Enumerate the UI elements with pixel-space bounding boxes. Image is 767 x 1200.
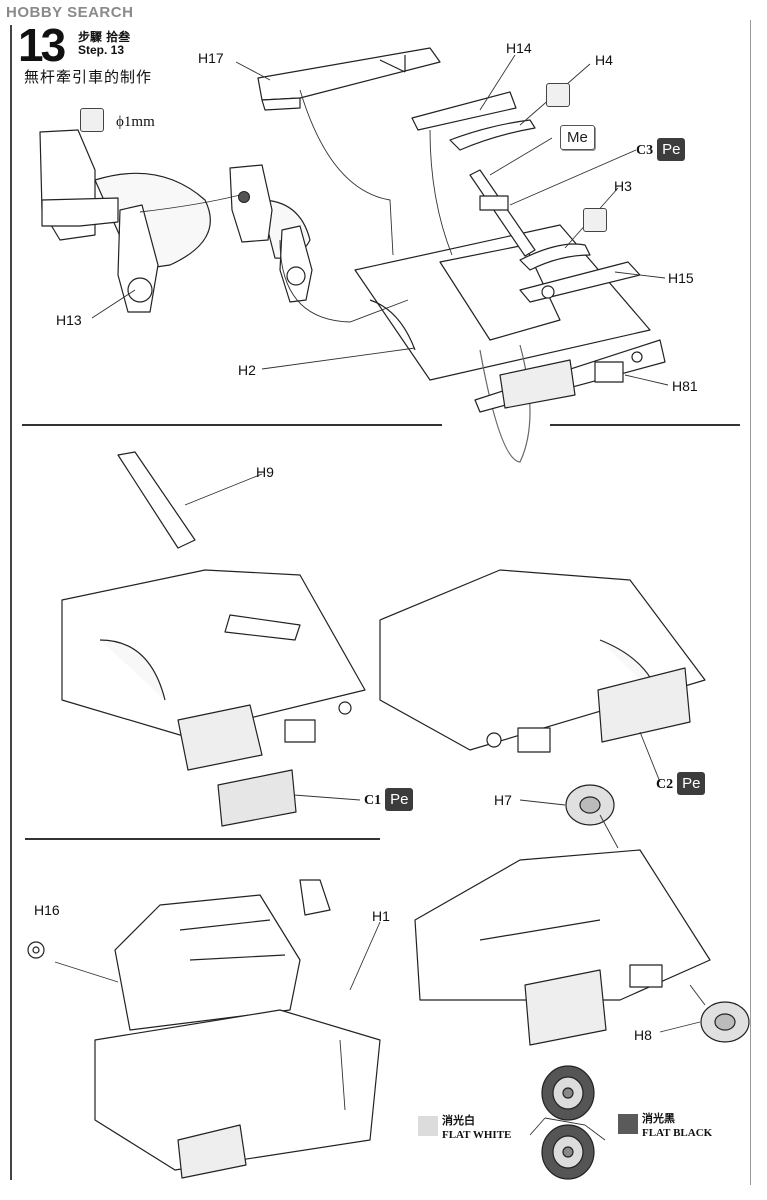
- label-h14: H14: [506, 40, 532, 56]
- part-h2-drawing: [354, 224, 651, 463]
- chassis-right-drawing: [379, 569, 706, 753]
- page-margin-line-right: [750, 20, 751, 1185]
- painted-wheel-bottom-drawing: [541, 1124, 595, 1180]
- label-h2: H2: [238, 362, 256, 378]
- label-h13: H13: [56, 312, 82, 328]
- paint-brush-icon: [583, 208, 607, 232]
- site-logo: HOBBY SEARCH: [6, 4, 134, 21]
- section-divider-2: [25, 838, 380, 840]
- label-h17: H17: [198, 50, 224, 66]
- drill-icon: [80, 108, 104, 132]
- pe-badge: Pe: [385, 788, 414, 811]
- part-h7-wheel-drawing: [565, 784, 615, 826]
- label-h7: H7: [494, 792, 512, 808]
- part-h9-drawing: [117, 451, 196, 549]
- label-h81: H81: [672, 378, 698, 394]
- part-h8-wheel-drawing: [700, 1001, 750, 1043]
- part-h13-drawing: [39, 129, 211, 313]
- attach-point-marker: [238, 191, 250, 203]
- part-c1-grille-drawing: [217, 769, 297, 827]
- label-h9: H9: [256, 464, 274, 480]
- label-h4: H4: [595, 52, 613, 68]
- part-h17-drawing: [257, 47, 441, 111]
- flat-white-swatch: [418, 1116, 438, 1136]
- flat-black-swatch: [618, 1114, 638, 1134]
- label-h1: H1: [372, 908, 390, 924]
- assembly-left-drawing: [94, 879, 381, 1179]
- part-h81-drawing: [474, 339, 666, 413]
- label-me: Me: [560, 125, 595, 150]
- part-h14-drawing: [411, 91, 536, 151]
- flat-white-label: 消光白 FLAT WHITE: [442, 1115, 512, 1141]
- assembly-right-drawing: [414, 849, 711, 1046]
- part-h16-drawing: [27, 941, 45, 959]
- paint-brush-icon: [546, 83, 570, 107]
- label-c2: C2 Pe: [656, 772, 706, 795]
- section-divider-1-left: [22, 424, 442, 426]
- flat-black-label: 消光黑 FLAT BLACK: [642, 1113, 713, 1139]
- step-label-jp: 步驟 拾叁: [78, 30, 131, 44]
- pe-badge: Pe: [677, 772, 706, 795]
- chassis-left-drawing: [61, 569, 366, 771]
- label-h3: H3: [614, 178, 632, 194]
- step-label-en: Step. 13: [78, 43, 125, 57]
- label-h16: H16: [34, 902, 60, 918]
- label-h15: H15: [668, 270, 694, 286]
- section-divider-1-right: [550, 424, 740, 426]
- label-c1: C1 Pe: [364, 788, 414, 811]
- painted-wheel-top-drawing: [541, 1065, 595, 1121]
- step-number: 13: [18, 19, 66, 71]
- part-c3-axle-drawing: [469, 169, 536, 257]
- pe-badge: Pe: [657, 138, 686, 161]
- step-title: 無杆牽引車的制作: [24, 68, 153, 86]
- diameter-symbol-icon: ϕ: [116, 114, 124, 130]
- page-margin-line: [10, 25, 12, 1180]
- drill-diameter: ϕ1mm: [116, 114, 155, 130]
- part-middle-frame-drawing: [229, 164, 313, 303]
- label-c3: C3 Pe: [636, 138, 686, 161]
- part-h3-drawing: [519, 243, 591, 271]
- label-h8: H8: [634, 1027, 652, 1043]
